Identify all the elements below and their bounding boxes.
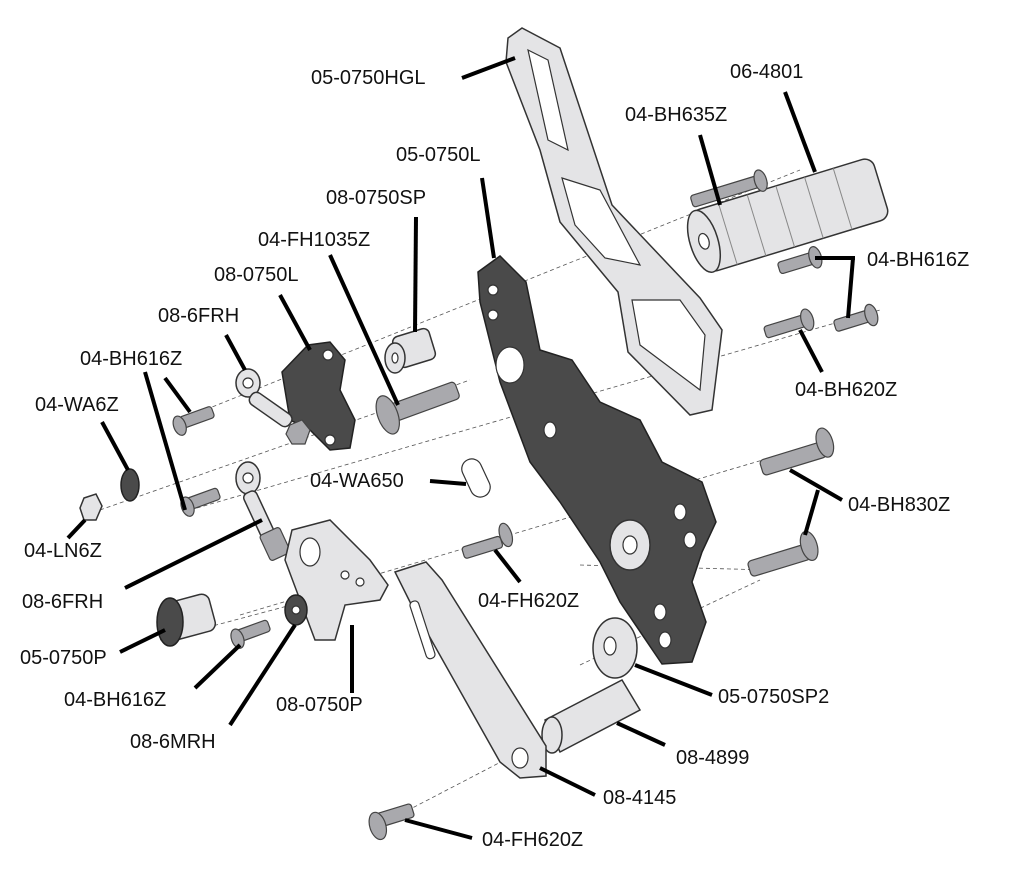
pivot-part <box>156 593 217 647</box>
bh620-bolt-part-2 <box>833 303 879 332</box>
pivot-bolt-part <box>375 381 460 435</box>
label-rod-end-upper: 08-6FRH <box>158 305 240 327</box>
footpeg-part <box>686 158 889 273</box>
fh620-mid-bolt-part <box>461 522 514 559</box>
label-footpeg: 06-4801 <box>730 61 804 83</box>
upper-rod-end-part <box>235 368 311 445</box>
label-bolt-fh620-bottom: 04-FH620Z <box>482 829 584 851</box>
label-rod-end-male: 08-6MRH <box>130 731 216 753</box>
main-plate-part <box>477 255 717 665</box>
label-shift-lever: 08-4145 <box>603 787 677 809</box>
nut-part <box>79 493 103 521</box>
peg-spacer-part <box>541 679 642 754</box>
heel-guard-part <box>505 27 723 416</box>
bh616-mid-bolt-part <box>180 487 221 517</box>
label-bolt-fh620-mid: 04-FH620Z <box>478 590 580 612</box>
spacer-sp2-part <box>592 617 638 679</box>
bh616-lower-bolt-part <box>230 619 271 649</box>
spacer-part <box>384 327 437 374</box>
label-lever-pivot: 08-0750P <box>276 694 363 716</box>
label-lever-upper: 08-0750L <box>214 264 299 286</box>
label-washer: 04-WA6Z <box>35 394 119 416</box>
label-spacer: 08-0750SP <box>326 187 427 209</box>
label-pivot: 05-0750P <box>20 647 107 669</box>
label-rod-end-lower: 08-6FRH <box>22 591 104 613</box>
label-bolt-bh616-lower: 04-BH616Z <box>64 689 167 711</box>
label-pivot-bolt: 04-FH1035Z <box>258 229 371 251</box>
label-nut: 04-LN6Z <box>24 540 102 562</box>
lever-pivot-part <box>284 519 389 641</box>
label-bolt-bh620: 04-BH620Z <box>795 379 898 401</box>
label-washer-650: 04-WA650 <box>310 470 404 492</box>
label-peg-spacer: 08-4899 <box>676 747 750 769</box>
bh620-bolt-part <box>763 308 815 339</box>
shift-lever-part <box>393 561 547 779</box>
lower-rod-end-part <box>235 461 291 561</box>
fh620-bottom-bolt-part <box>368 803 415 841</box>
label-main-plate: 05-0750L <box>396 144 481 166</box>
label-bolt-bh616-left: 04-BH616Z <box>80 348 183 370</box>
bh830-bolt-part-2 <box>747 530 819 577</box>
label-spacer-sp2: 05-0750SP2 <box>718 686 830 708</box>
washer-650-part <box>461 458 491 498</box>
bh830-bolt-part <box>759 427 835 476</box>
peg-bolt-part <box>690 169 768 208</box>
label-bolt-bh830: 04-BH830Z <box>848 494 951 516</box>
label-peg-bolt: 04-BH635Z <box>625 104 728 126</box>
bh616-upper-bolt-part <box>172 406 215 436</box>
label-bolt-bh616-right: 04-BH616Z <box>867 249 970 271</box>
label-heel-guard: 05-0750HGL <box>311 67 426 89</box>
leader-lines <box>66 56 855 840</box>
washer-part <box>120 468 140 502</box>
